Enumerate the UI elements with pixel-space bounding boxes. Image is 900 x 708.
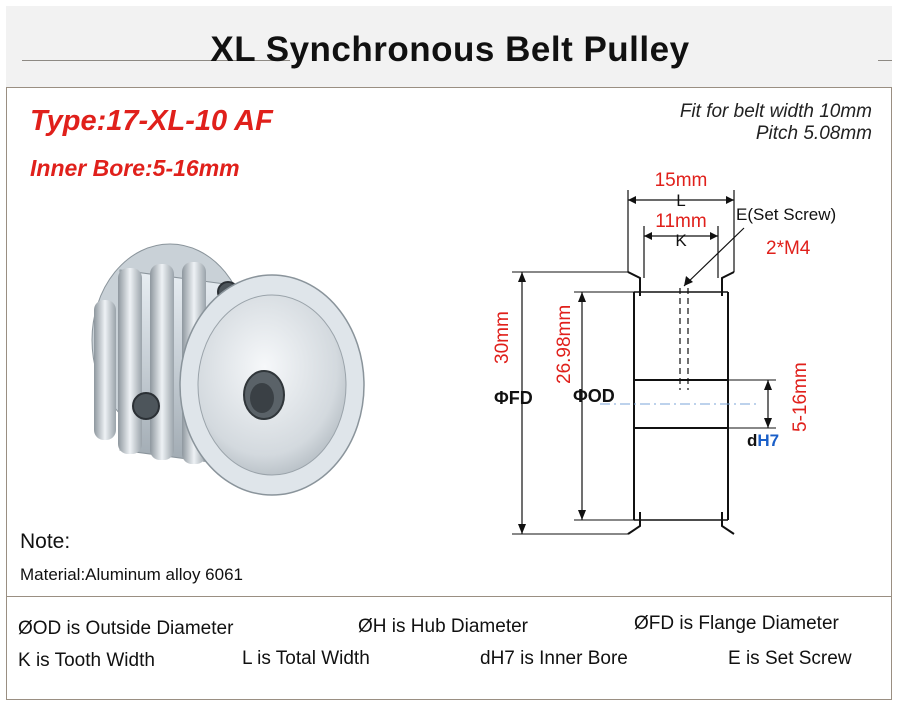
dh7-d: d bbox=[747, 431, 757, 450]
belt-width-text: Fit for belt width 10mm bbox=[679, 101, 872, 122]
set-screw-value: 2*M4 bbox=[766, 238, 811, 259]
dim-dh7-label: dH7 bbox=[747, 431, 779, 450]
page-title: XL Synchronous Belt Pulley bbox=[210, 30, 690, 69]
legend-h: ØH is Hub Diameter bbox=[358, 616, 528, 637]
material-info: Material:Aluminum alloy 6061 bbox=[20, 565, 243, 584]
set-screw-hole-side bbox=[132, 392, 160, 420]
dim-l-value: 15mm bbox=[655, 170, 708, 191]
pulley-photo bbox=[91, 243, 365, 496]
legend-divider bbox=[6, 596, 892, 597]
dim-od-label: ΦOD bbox=[573, 386, 615, 406]
dim-k-value: 11mm bbox=[655, 211, 706, 232]
dim-bore-value: 5-16mm bbox=[790, 362, 811, 432]
belt-fit-info: Fit for belt width 10mm Pitch 5.08mm bbox=[680, 101, 872, 145]
dim-od-value: 26.98mm bbox=[554, 305, 575, 384]
title-rule-left bbox=[22, 60, 290, 61]
legend-dh7: dH7 is Inner Bore bbox=[480, 648, 628, 669]
inner-bore-label: Inner Bore:5-16mm bbox=[30, 155, 240, 181]
dh7-h7: H7 bbox=[757, 431, 779, 450]
legend-fd: ØFD is Flange Diameter bbox=[634, 613, 839, 634]
dim-fd-value: 30mm bbox=[492, 311, 513, 364]
dimension-arrows bbox=[518, 196, 772, 534]
legend-l: L is Total Width bbox=[242, 648, 370, 669]
legend-k: K is Tooth Width bbox=[18, 650, 155, 671]
set-screw-label: E(Set Screw) bbox=[736, 205, 836, 224]
title-bar bbox=[6, 6, 892, 88]
pitch-text: Pitch 5.08mm bbox=[755, 123, 872, 144]
note-label: Note: bbox=[20, 530, 71, 553]
technical-drawing bbox=[512, 190, 776, 535]
dim-fd-label: ΦFD bbox=[494, 388, 533, 408]
type-label: Type:17-XL-10 AF bbox=[30, 105, 273, 137]
legend-od: ØOD is Outside Diameter bbox=[18, 618, 234, 639]
title-rule-right bbox=[878, 60, 892, 61]
dim-k-letter: K bbox=[675, 231, 687, 250]
dim-l-letter: L bbox=[676, 191, 685, 210]
legend-e: E is Set Screw bbox=[728, 648, 852, 669]
